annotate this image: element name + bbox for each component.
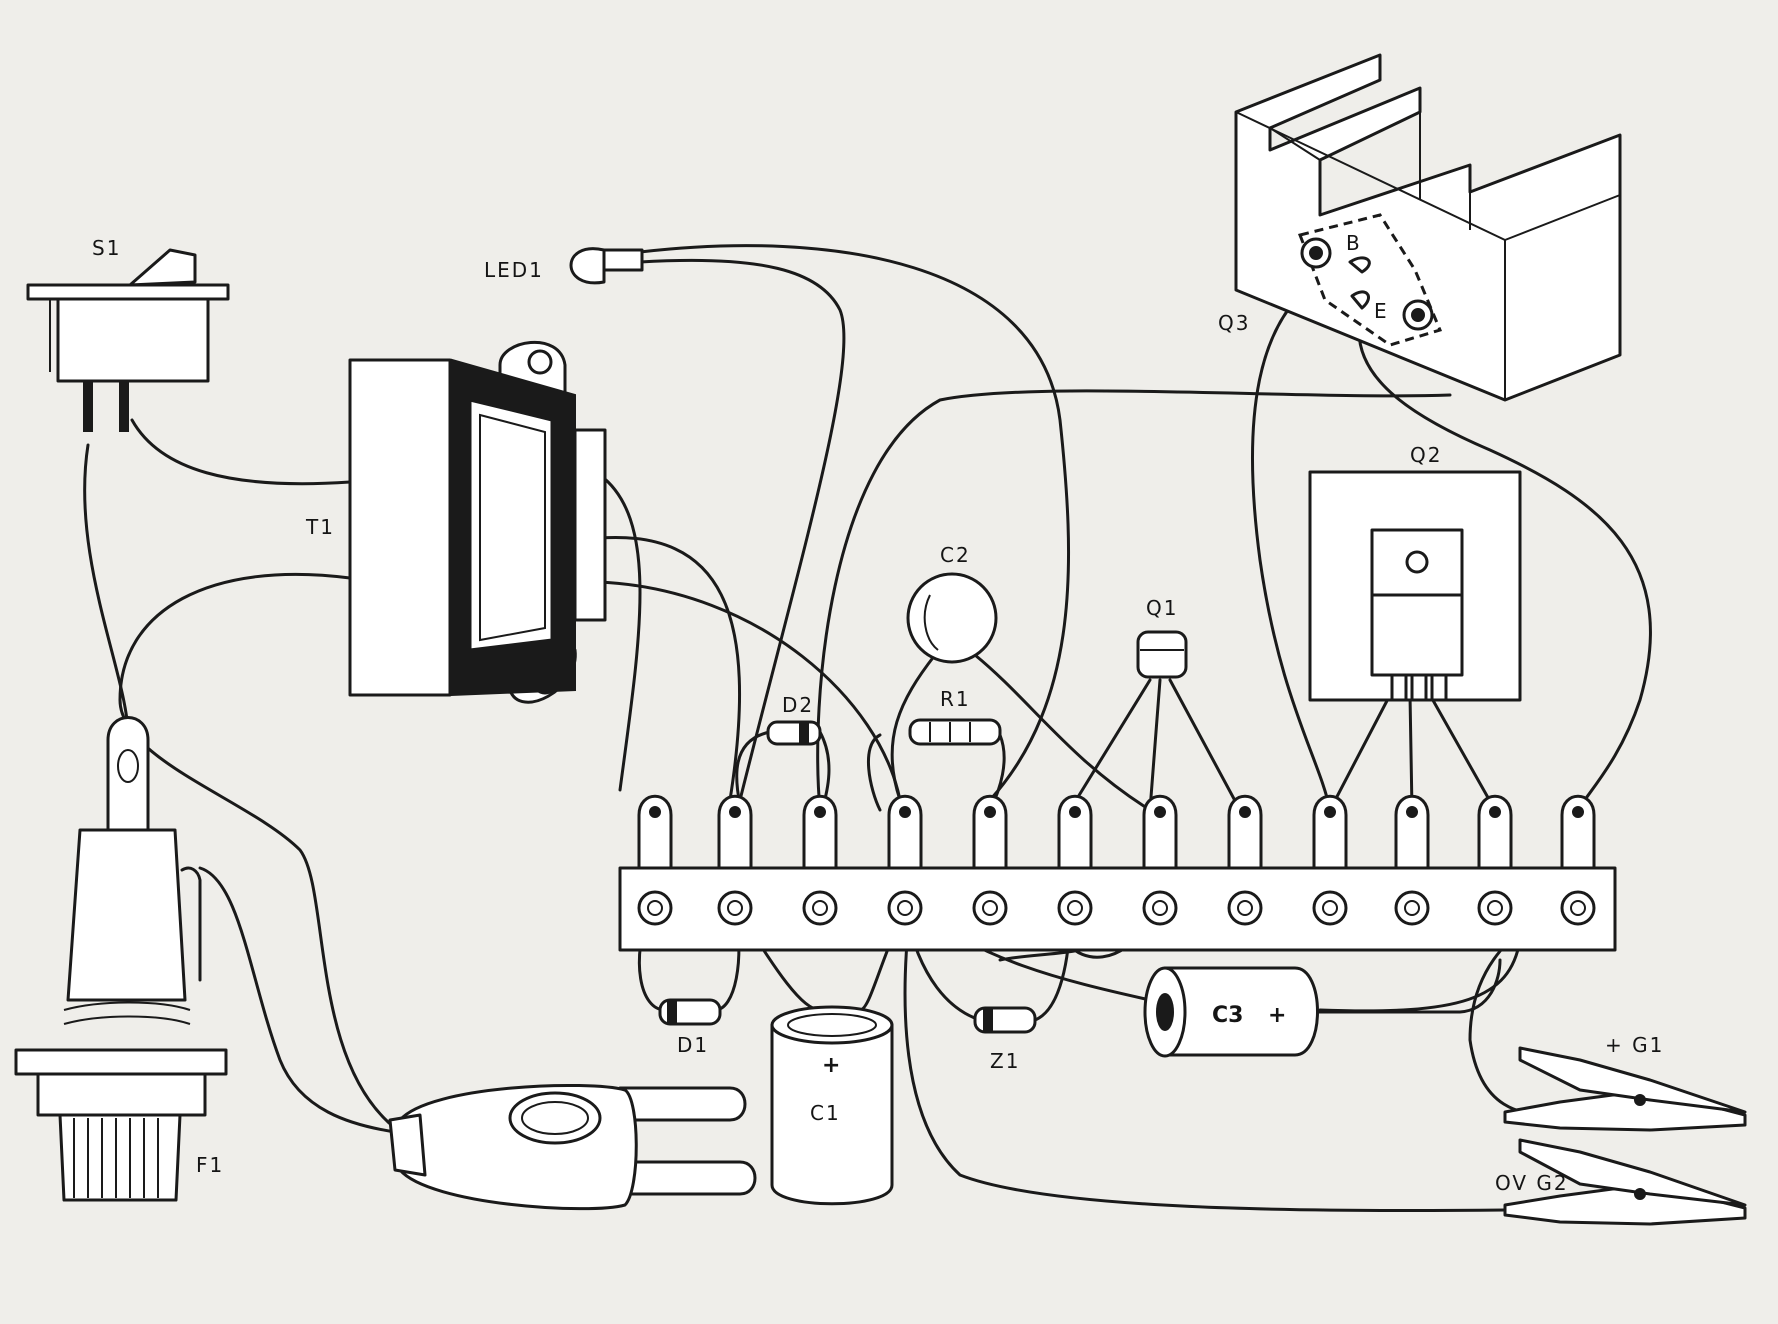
lug-solder-point-8 xyxy=(1239,806,1251,818)
terminal-eyelet-11 xyxy=(1477,890,1513,926)
terminal-lug-8 xyxy=(1227,794,1263,870)
label-d1: D1 xyxy=(677,1033,709,1057)
diode-d2: D2 xyxy=(735,693,831,812)
label-f1: F1 xyxy=(196,1153,224,1177)
clip-g1: + G1 xyxy=(1503,1033,1747,1132)
label-c2: C2 xyxy=(940,543,971,567)
terminal-eyelet-9 xyxy=(1312,890,1348,926)
terminal-lug-6 xyxy=(1057,794,1093,870)
terminal-eyelet-10 xyxy=(1394,890,1430,926)
terminal-eyelet-5 xyxy=(972,890,1008,926)
terminal-eyelet-hole-3 xyxy=(812,900,828,916)
lug-solder-point-10 xyxy=(1406,806,1418,818)
fuse-holder-f1: F1 xyxy=(14,716,228,1202)
terminal-eyelet-hole-6 xyxy=(1067,900,1083,916)
terminal-eyelet-6 xyxy=(1057,890,1093,926)
label-q3-e: E xyxy=(1374,299,1389,323)
label-g1: + G1 xyxy=(1605,1033,1664,1057)
terminal-strip xyxy=(618,794,1617,952)
terminal-eyelet-hole-12 xyxy=(1570,900,1586,916)
label-q1: Q1 xyxy=(1146,596,1178,620)
terminal-eyelet-hole-7 xyxy=(1152,900,1168,916)
terminal-eyelet-3 xyxy=(802,890,838,926)
terminal-lug-3 xyxy=(802,794,838,870)
label-g2: OV G2 xyxy=(1495,1171,1569,1195)
terminal-eyelet-8 xyxy=(1227,890,1263,926)
diode-d1: D1 xyxy=(658,998,722,1057)
label-led1: LED1 xyxy=(484,258,544,282)
terminal-eyelet-2 xyxy=(717,890,753,926)
label-c1: C1 xyxy=(810,1101,841,1125)
terminal-eyelet-hole-5 xyxy=(982,900,998,916)
capacitor-c1: + C1 xyxy=(770,1005,894,1206)
capacitor-c3: C3 + xyxy=(1143,966,1319,1058)
terminal-lug-1 xyxy=(637,794,673,870)
terminal-eyelet-4 xyxy=(887,890,923,926)
terminal-lug-7 xyxy=(1142,794,1178,870)
lug-solder-point-1 xyxy=(649,806,661,818)
label-q3-b: B xyxy=(1346,231,1362,255)
lug-solder-point-6 xyxy=(1069,806,1081,818)
clip-g2: OV G2 xyxy=(1495,1138,1747,1226)
zener-z1: Z1 xyxy=(973,1006,1037,1073)
label-z1: Z1 xyxy=(990,1049,1020,1073)
capacitor-c2: C2 xyxy=(906,543,998,664)
terminal-eyelet-hole-11 xyxy=(1487,900,1503,916)
terminal-lug-11 xyxy=(1477,794,1513,870)
lug-solder-point-4 xyxy=(899,806,911,818)
terminal-lug-5 xyxy=(972,794,1008,870)
lug-solder-point-5 xyxy=(984,806,996,818)
terminal-lug-2 xyxy=(717,794,753,870)
label-c3: C3 xyxy=(1212,1003,1243,1028)
lug-solder-point-11 xyxy=(1489,806,1501,818)
lug-solder-point-12 xyxy=(1572,806,1584,818)
transformer-t1: T1 xyxy=(305,341,607,704)
resistor-r1: R1 xyxy=(866,687,1006,812)
label-c1-plus: + xyxy=(822,1053,840,1078)
label-r1: R1 xyxy=(940,687,971,711)
terminal-strip-base xyxy=(618,866,1617,952)
lug-solder-point-2 xyxy=(729,806,741,818)
label-c3-plus: + xyxy=(1268,1003,1286,1028)
terminal-lug-4 xyxy=(887,794,923,870)
led-led1: LED1 xyxy=(484,247,644,285)
label-t1: T1 xyxy=(305,515,335,539)
terminal-lug-9 xyxy=(1312,794,1348,870)
terminal-eyelet-hole-10 xyxy=(1404,900,1420,916)
terminal-lug-10 xyxy=(1394,794,1430,870)
mains-plug xyxy=(388,1083,757,1211)
switch-s1: S1 xyxy=(26,236,230,432)
terminal-eyelet-12 xyxy=(1560,890,1596,926)
terminal-eyelet-hole-9 xyxy=(1322,900,1338,916)
terminal-eyelet-hole-1 xyxy=(647,900,663,916)
heatsink-q3: B E Q3 xyxy=(1218,53,1622,402)
transistor-q2: Q2 xyxy=(1308,443,1522,702)
terminal-eyelet-1 xyxy=(637,890,673,926)
transistor-q1: Q1 xyxy=(1136,596,1188,679)
terminal-eyelet-7 xyxy=(1142,890,1178,926)
label-q2: Q2 xyxy=(1410,443,1442,467)
lug-solder-point-9 xyxy=(1324,806,1336,818)
label-d2: D2 xyxy=(782,693,814,717)
lug-solder-point-7 xyxy=(1154,806,1166,818)
lug-solder-point-3 xyxy=(814,806,826,818)
terminal-eyelet-hole-4 xyxy=(897,900,913,916)
terminal-lug-12 xyxy=(1560,794,1596,870)
label-s1: S1 xyxy=(92,236,121,260)
terminal-eyelet-hole-2 xyxy=(727,900,743,916)
label-q3: Q3 xyxy=(1218,311,1250,335)
terminal-eyelet-hole-8 xyxy=(1237,900,1253,916)
